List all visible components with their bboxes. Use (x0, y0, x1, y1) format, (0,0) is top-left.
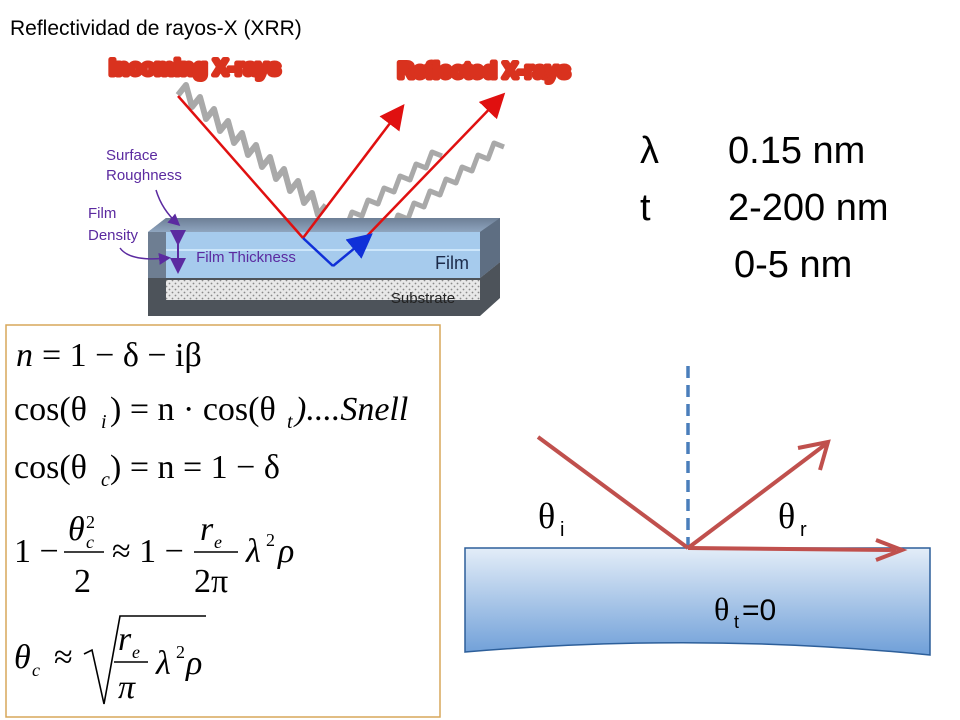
incoming-xrays-banner-outline: Incoming X-rays (109, 55, 280, 80)
theta-r-sub: r (800, 519, 807, 541)
eq5-rho: ρ (185, 645, 202, 682)
reflected-ray-1 (302, 104, 405, 239)
eq2-sub-i: i (101, 411, 107, 433)
eq5-num-sub: e (132, 642, 140, 662)
film-density-arrow (119, 247, 171, 265)
xrr-schematic: Incoming X-rays Incoming X-rays Reflecte… (88, 53, 573, 316)
eq4-lambda: λ (245, 533, 261, 570)
theta-i-sub: i (560, 519, 564, 541)
film-density-label-2: Density (88, 227, 139, 244)
parameters-block: λ 0.15 nm t 2-200 nm 0-5 nm (640, 130, 889, 286)
eq2-snell: )....Snell (293, 391, 408, 428)
slide-title: Reflectividad de rayos-X (XRR) (10, 17, 302, 40)
eq5-num: r (118, 621, 132, 658)
eq5-approx: ≈ (54, 639, 73, 676)
eq5-lhs: θ (14, 639, 31, 676)
reflected-ray (686, 442, 828, 550)
substrate-label: Substrate (391, 290, 455, 307)
surface-roughness-label-1: Surface (106, 147, 158, 164)
reflected-ray-2 (366, 92, 506, 237)
theta-i-symbol: θ (538, 496, 555, 536)
eq4-num-theta: θ (68, 511, 85, 548)
film-label: Film (435, 253, 469, 273)
transmitted-ray (687, 546, 897, 552)
incoming-beam-wave (175, 82, 329, 218)
eq2-sub-t: t (287, 411, 293, 433)
eq1-rhs: = 1 − δ − iβ (42, 337, 202, 374)
eq4-num-sup: 2 (86, 512, 95, 532)
eq4-one: 1 − (14, 533, 59, 570)
incoming-xrays-banner: Incoming X-rays Incoming X-rays (107, 53, 283, 83)
theta-t-value: =0 (742, 594, 776, 627)
theta-t-sub: t (734, 612, 739, 632)
eq3-part2: ) = n = 1 − δ (110, 449, 280, 486)
eq4-num2: r (200, 511, 214, 548)
reflected-xrays-label: Reflected X-rays (398, 58, 570, 83)
param-roughness-value: 0-5 nm (734, 244, 852, 286)
reflected-xrays-banner-outline: Reflected X-rays (398, 58, 570, 83)
substrate-block: Substrate (148, 262, 500, 316)
surface-roughness-arrow (155, 189, 181, 226)
reflected-ray-arrowhead (797, 439, 831, 471)
film-block: Film Film Thickness (148, 218, 500, 278)
eq5-lhs-sub: c (32, 660, 40, 680)
eq4-den: 2 (74, 563, 91, 600)
param-t-symbol: t (640, 187, 651, 229)
eq2-part2: ) = n · cos(θ (110, 391, 276, 428)
eq4-num-sub: c (86, 532, 94, 552)
eq5-lambda: λ (155, 645, 171, 682)
theta-r-symbol: θ (778, 496, 795, 536)
reflected-xrays-banner: Reflected X-rays Reflected X-rays (395, 56, 572, 86)
eq4-approx: ≈ 1 − (112, 533, 184, 570)
incoming-ray (177, 95, 304, 239)
transmitted-ray-arrowhead (875, 538, 908, 562)
refracted-ray-down (302, 237, 334, 267)
eq3-part1: cos(θ (14, 449, 87, 486)
equations: n = 1 − δ − iβ cos(θ i ) = n · cos(θ t )… (14, 337, 408, 706)
incoming-xrays-label: Incoming X-rays (109, 55, 280, 80)
eq4-rho: ρ (277, 533, 294, 570)
param-lambda-value: 0.15 nm (728, 130, 865, 172)
surface-roughness-label-2: Roughness (106, 167, 182, 184)
eq5-den: π (118, 669, 136, 706)
eq1-lhs: n (16, 337, 33, 374)
incident-ray (536, 435, 690, 550)
eq5-lambda-sup: 2 (176, 642, 185, 662)
eq5-sqrt (83, 615, 206, 705)
eq3-sub-c: c (101, 469, 110, 491)
eq4-den2: 2π (194, 563, 228, 600)
theta-t-symbol: θ (714, 591, 729, 627)
medium-block (464, 547, 931, 656)
param-lambda-symbol: λ (640, 130, 659, 172)
film-thickness-label: Film Thickness (196, 249, 296, 266)
eq4-num2-sub: e (214, 532, 222, 552)
eq2-part1: cos(θ (14, 391, 87, 428)
reflection-diagram: θ i θ r θ t =0 (464, 366, 931, 656)
param-t-value: 2-200 nm (728, 187, 889, 229)
film-density-label-1: Film (88, 205, 116, 222)
equations-box (5, 324, 441, 718)
refracted-ray-up (332, 233, 373, 267)
eq4-lambda-sup: 2 (266, 530, 275, 550)
